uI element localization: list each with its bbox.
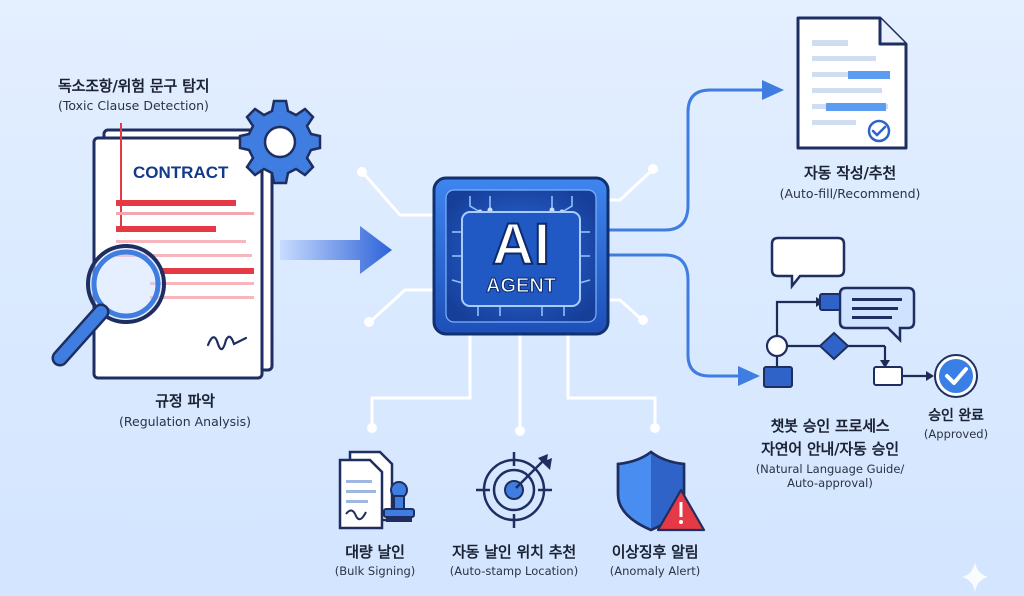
approved-label: 승인 완료 (Approved) xyxy=(910,405,1002,441)
magnifier-icon xyxy=(51,244,166,367)
chatbot-title-line2: 자연어 안내/자동 승인 xyxy=(761,440,899,458)
arrow-head-top xyxy=(762,80,784,100)
speech-bubble-icon xyxy=(770,236,846,290)
signature-icon xyxy=(206,335,248,351)
regulation-subtitle: (Regulation Analysis) xyxy=(119,414,251,429)
chatbot-subtitle-line1: (Natural Language Guide/ xyxy=(755,462,905,476)
ai-label-sub: AGENT xyxy=(486,275,557,298)
autofill-title: 자동 작성/추천 xyxy=(804,164,896,182)
regulation-label: 규정 파악 (Regulation Analysis) xyxy=(90,390,280,429)
autofill-subtitle: (Auto-fill/Recommend) xyxy=(779,186,921,201)
bulk-signing-label: 대량 날인 (Bulk Signing) xyxy=(300,541,450,578)
auto-stamp-title: 자동 날인 위치 추천 xyxy=(452,543,576,561)
chat-bubble-icon xyxy=(838,286,916,344)
approved-check-icon xyxy=(934,354,978,398)
toxic-clause-label: 독소조항/위험 문구 탐지 (Toxic Clause Detection) xyxy=(58,75,210,113)
anomaly-alert-subtitle: (Anomaly Alert) xyxy=(609,564,701,578)
target-icon xyxy=(476,452,552,528)
approved-subtitle: (Approved) xyxy=(923,427,989,441)
chatbot-subtitle-line2: Auto-approval) xyxy=(787,476,873,490)
sparkle-icon xyxy=(962,562,988,592)
anomaly-alert-label: 이상징후 알림 (Anomaly Alert) xyxy=(585,541,725,578)
regulation-title: 규정 파악 xyxy=(155,392,215,410)
shield-alert-icon xyxy=(616,450,706,532)
input-arrow xyxy=(280,226,392,274)
arrow-head-bottom xyxy=(738,366,760,386)
contract-heading: CONTRACT xyxy=(133,163,229,182)
check-badge-icon xyxy=(867,119,891,143)
auto-stamp-label: 자동 날인 위치 추천 (Auto-stamp Location) xyxy=(424,541,604,578)
toxic-clause-title: 독소조항/위험 문구 탐지 xyxy=(58,77,210,95)
ai-label-main: AI xyxy=(491,212,551,277)
bulk-signing-title: 대량 날인 xyxy=(345,543,405,561)
autofill-label: 자동 작성/추천 (Auto-fill/Recommend) xyxy=(750,162,950,201)
auto-stamp-subtitle: (Auto-stamp Location) xyxy=(449,564,579,578)
gear-icon xyxy=(238,99,322,185)
approved-title: 승인 완료 xyxy=(928,408,984,424)
chatbot-title-line1: 챗봇 승인 프로세스 xyxy=(770,417,890,435)
anomaly-alert-title: 이상징후 알림 xyxy=(611,543,699,561)
chatbot-label: 챗봇 승인 프로세스 자연어 안내/자동 승인 (Natural Languag… xyxy=(730,415,930,490)
ai-label: AI AGENT xyxy=(462,212,580,306)
toxic-clause-subtitle: (Toxic Clause Detection) xyxy=(58,98,209,113)
bulk-signing-subtitle: (Bulk Signing) xyxy=(334,564,416,578)
stamp-documents-icon xyxy=(338,450,415,530)
